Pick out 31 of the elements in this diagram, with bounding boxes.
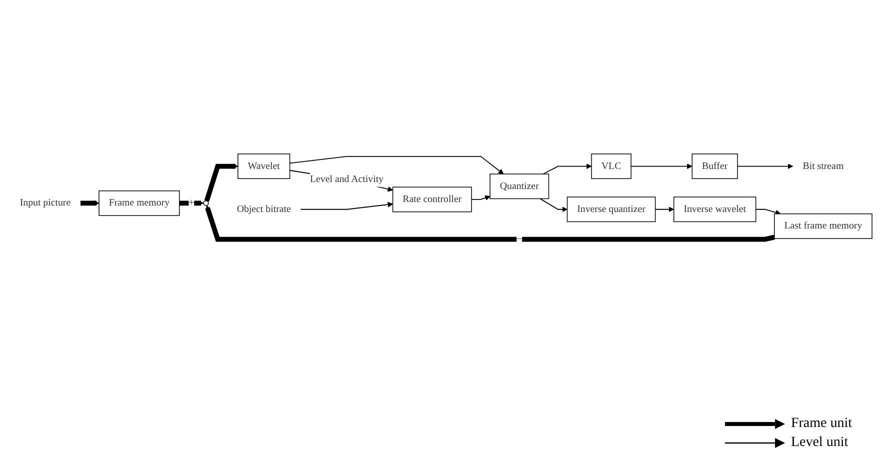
- node-box: Quantizer: [490, 173, 550, 199]
- node-box: Buffer: [692, 153, 738, 179]
- arrow: [80, 200, 100, 206]
- arrow: [179, 200, 204, 206]
- node-box: VLC: [591, 153, 632, 179]
- node-box: Rate controller: [392, 186, 472, 212]
- node-box: Inverse wavelet: [673, 196, 756, 222]
- arrow: [654, 206, 674, 212]
- node-text: Input picture: [20, 197, 71, 208]
- arrow: [542, 163, 592, 174]
- legend-text: Frame unit: [790, 416, 852, 432]
- edge-label: +: [188, 197, 194, 208]
- node-text: Bit stream: [802, 160, 844, 171]
- node-box: Last frame memory: [774, 213, 872, 239]
- edge-label: Level and Activity: [310, 174, 384, 184]
- node-box: Inverse quantizer: [566, 196, 656, 222]
- arrow: [289, 156, 504, 174]
- arrow: [300, 202, 394, 210]
- arrow: [737, 163, 794, 169]
- edge-label: −: [516, 233, 522, 244]
- node-box: Wavelet: [238, 153, 290, 179]
- arrow: [471, 195, 490, 200]
- node-text: Object bitrate: [236, 203, 291, 214]
- legend-text: Level unit: [790, 435, 848, 451]
- arrow: [630, 163, 692, 169]
- node-box: Frame memory: [98, 190, 180, 216]
- arrow: [204, 163, 238, 202]
- arrow: [205, 204, 775, 242]
- arrow: [540, 198, 568, 212]
- node-circle: [203, 200, 209, 206]
- arrow: [755, 208, 781, 215]
